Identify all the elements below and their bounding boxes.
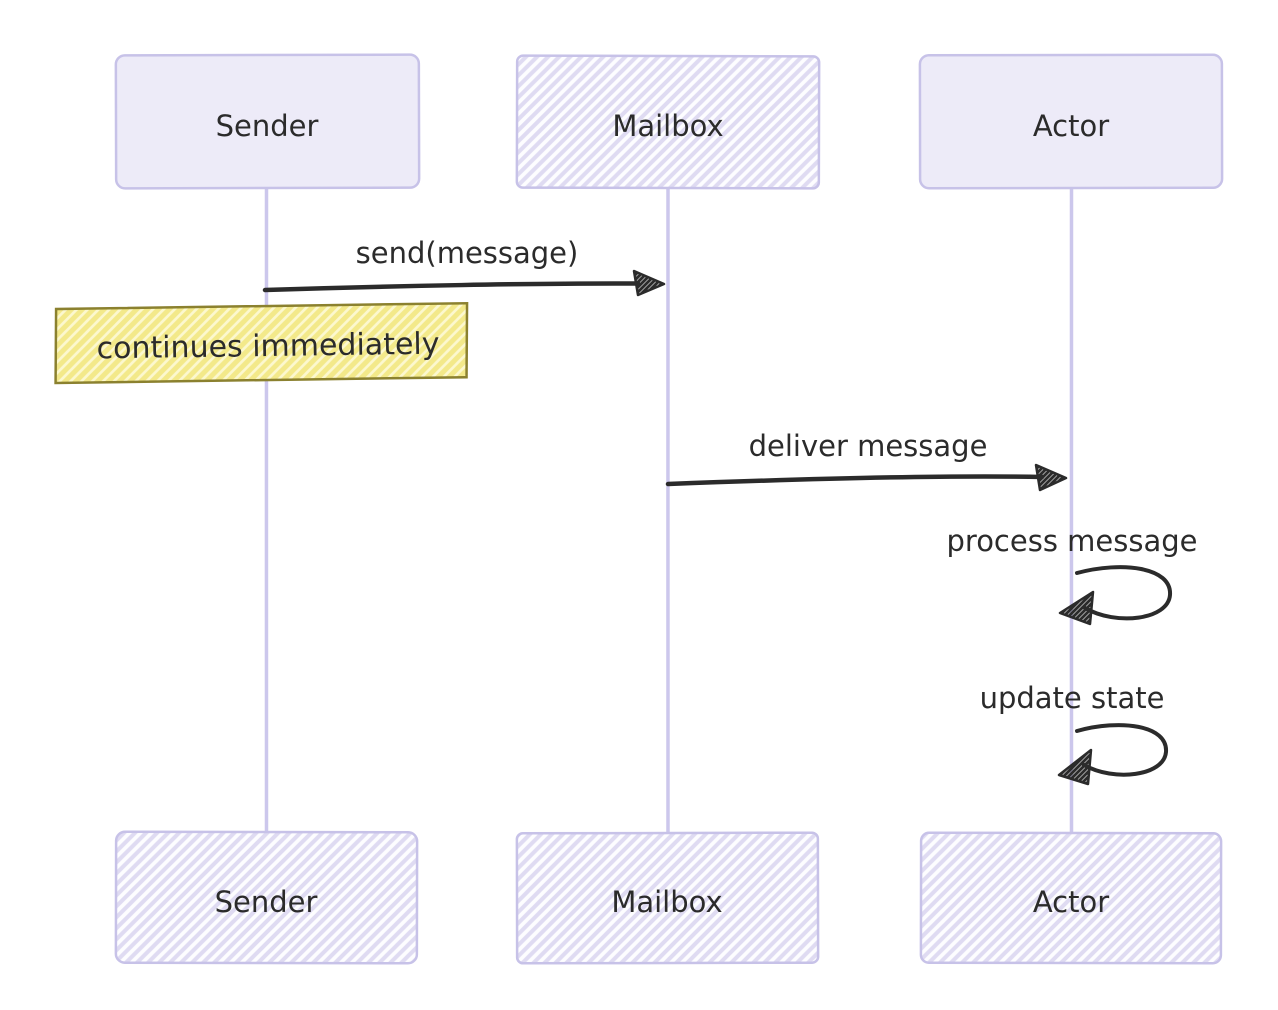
participant-box (918, 53, 1224, 190)
lifeline-actor (1069, 187, 1074, 834)
participant-box (515, 831, 820, 965)
message-deliver: deliver message (665, 429, 1068, 492)
message-self-update: update state (980, 681, 1169, 786)
message-self-process: process message (947, 524, 1198, 626)
participant-label-sender-top: Sender (216, 109, 319, 143)
participant-label-mailbox-bottom: Mailbox (611, 885, 722, 919)
participant-box (114, 53, 421, 190)
participant-bottom-sender: Sender (114, 830, 419, 965)
participant-label-actor-top: Actor (1033, 109, 1109, 143)
participant-top-sender: Sender (114, 53, 421, 190)
message-label-process: process message (947, 524, 1198, 558)
lifelines (264, 187, 1074, 834)
message-line (665, 474, 1045, 487)
self-loop-line (1075, 723, 1169, 777)
note-box (54, 301, 469, 385)
arrowhead-left-icon (1057, 748, 1093, 786)
participant-bottom-actor: Actor (919, 831, 1223, 965)
participant-label-mailbox-top: Mailbox (612, 109, 723, 143)
participant-top-mailbox: Mailbox (515, 54, 821, 190)
message-send: send(message) (262, 236, 666, 297)
note-label: continues immediately (96, 327, 439, 367)
message-line (262, 281, 641, 293)
arrowhead-right-icon (632, 269, 666, 297)
participant-top-actor: Actor (918, 53, 1224, 190)
participant-bottom-mailbox: Mailbox (515, 831, 820, 965)
participant-box (515, 54, 821, 190)
message-label-deliver: deliver message (749, 429, 988, 463)
self-loop-line (1075, 565, 1173, 621)
participant-label-sender-bottom: Sender (215, 885, 318, 919)
lifeline-mailbox (665, 187, 671, 834)
participant-box (919, 831, 1223, 965)
message-label-send: send(message) (356, 236, 579, 270)
arrowhead-left-icon (1058, 590, 1095, 626)
lifeline-sender (264, 187, 269, 834)
note-continues-immediately: continues immediately (54, 301, 469, 385)
arrowhead-right-icon (1034, 463, 1068, 492)
participant-box (114, 830, 419, 965)
message-label-update: update state (980, 681, 1165, 715)
participant-label-actor-bottom: Actor (1033, 885, 1109, 919)
